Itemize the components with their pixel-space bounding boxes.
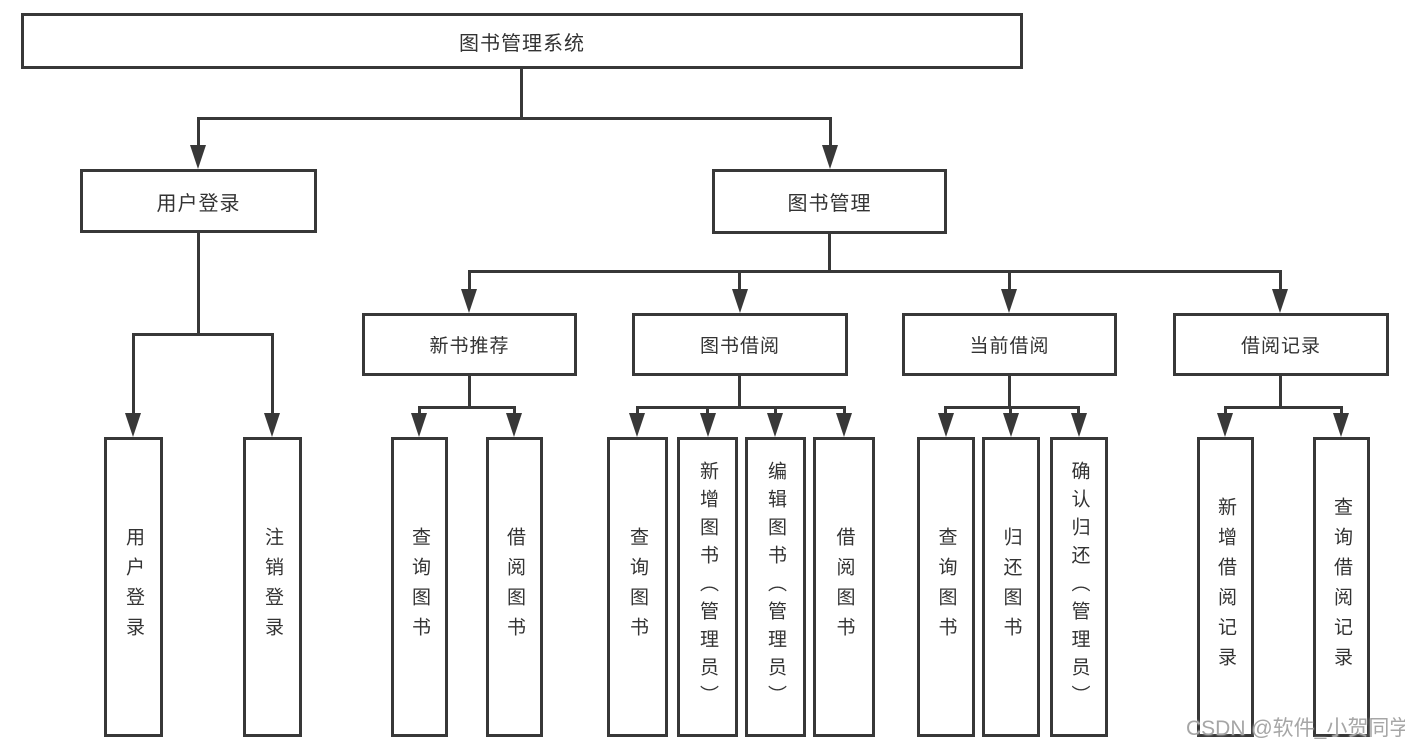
node-current-borrow: 当前借阅 (902, 313, 1117, 376)
leaf-nb-query-books: 查询图书 (391, 437, 448, 737)
leaf-nb-borrow-books-label: 借阅图书 (504, 527, 525, 647)
node-new-book-rec-label: 新书推荐 (429, 336, 510, 357)
arrow-down-icon (506, 413, 522, 437)
arrow-down-icon (1272, 289, 1288, 313)
node-current-borrow-label: 当前借阅 (969, 336, 1050, 357)
leaf-bb-edit-books-label: 编辑图书（管理员） (765, 461, 786, 713)
node-book-mgmt-label: 图书管理 (787, 193, 872, 215)
connector-ul-child1-drop (132, 333, 135, 416)
node-new-book-rec: 新书推荐 (362, 313, 577, 376)
leaf-bb-borrow-books: 借阅图书 (813, 437, 875, 737)
leaf-br-add-record-label: 新增借阅记录 (1215, 497, 1236, 677)
connector-bb-c3-drop (774, 406, 777, 416)
connector-br-c1-drop (1224, 406, 1227, 416)
connector-newbook-drop (468, 270, 471, 292)
node-book-borrow: 图书借阅 (632, 313, 848, 376)
connector-br-hline (1224, 406, 1342, 409)
connector-level2-hline (197, 117, 832, 120)
leaf-br-add-record: 新增借阅记录 (1197, 437, 1254, 737)
leaf-user-login: 用户登录 (104, 437, 163, 737)
arrow-down-icon (461, 289, 477, 313)
leaf-cb-query-books: 查询图书 (917, 437, 975, 737)
connector-cb-c3-drop (1077, 406, 1080, 416)
arrow-down-icon (1003, 413, 1019, 437)
connector-borrowrecord-drop (1279, 270, 1282, 292)
connector-user-login-drop (197, 117, 200, 150)
leaf-logout: 注销登录 (243, 437, 302, 737)
arrow-down-icon (190, 145, 206, 169)
node-root: 图书管理系统 (21, 13, 1023, 69)
leaf-bb-edit-books: 编辑图书（管理员） (745, 437, 806, 737)
connector-bb-stem (738, 375, 741, 407)
connector-br-stem (1279, 375, 1282, 407)
arrow-down-icon (125, 413, 141, 437)
leaf-cb-confirm-return-label: 确认归还（管理员） (1068, 461, 1090, 713)
connector-nb-c1-drop (418, 406, 421, 416)
leaf-br-query-record-label: 查询借阅记录 (1331, 497, 1352, 677)
leaf-br-query-record: 查询借阅记录 (1313, 437, 1370, 737)
leaf-nb-borrow-books: 借阅图书 (486, 437, 543, 737)
arrow-down-icon (411, 413, 427, 437)
node-book-borrow-label: 图书借阅 (699, 336, 780, 357)
leaf-logout-label: 注销登录 (262, 527, 283, 647)
arrow-down-icon (629, 413, 645, 437)
arrow-down-icon (938, 413, 954, 437)
leaf-cb-return-books-label: 归还图书 (1000, 527, 1022, 647)
arrow-down-icon (1001, 289, 1017, 313)
leaf-bb-add-books: 新增图书（管理员） (677, 437, 738, 737)
leaf-nb-query-books-label: 查询图书 (409, 527, 430, 647)
connector-br-c2-drop (1340, 406, 1343, 416)
leaf-bb-add-books-label: 新增图书（管理员） (697, 461, 718, 713)
connector-cb-stem (1008, 375, 1011, 407)
connector-cb-c1-drop (944, 406, 947, 416)
connector-bb-c4-drop (843, 406, 846, 416)
leaf-cb-return-books: 归还图书 (982, 437, 1040, 737)
arrow-down-icon (1071, 413, 1087, 437)
arrow-down-icon (264, 413, 280, 437)
connector-ul-child2-drop (271, 333, 274, 416)
connector-user-login-hline (132, 333, 274, 336)
leaf-bb-query-books-label: 查询图书 (627, 527, 648, 647)
connector-book-mgmt-drop (829, 117, 832, 150)
arrow-down-icon (822, 145, 838, 169)
arrow-down-icon (767, 413, 783, 437)
node-user-login-label: 用户登录 (156, 192, 241, 215)
node-root-label: 图书管理系统 (459, 32, 585, 55)
node-book-mgmt: 图书管理 (712, 169, 947, 234)
node-borrow-record: 借阅记录 (1173, 313, 1389, 376)
connector-bb-c1-drop (636, 406, 639, 416)
connector-bb-c2-drop (706, 406, 709, 416)
leaf-user-login-label: 用户登录 (123, 527, 144, 647)
connector-bookborrow-drop (738, 270, 741, 292)
connector-cb-hline (944, 406, 1080, 409)
arrow-down-icon (700, 413, 716, 437)
leaf-cb-confirm-return: 确认归还（管理员） (1050, 437, 1108, 737)
arrow-down-icon (1217, 413, 1233, 437)
csdn-watermark: CSDN @软件_小贺同学 (1186, 717, 1405, 740)
arrow-down-icon (836, 413, 852, 437)
node-borrow-record-label: 借阅记录 (1240, 336, 1321, 357)
leaf-bb-borrow-books-label: 借阅图书 (833, 527, 855, 647)
leaf-bb-query-books: 查询图书 (607, 437, 668, 737)
leaf-cb-query-books-label: 查询图书 (935, 527, 957, 647)
connector-currentborrow-drop (1008, 270, 1011, 292)
connector-book-mgmt-stem (828, 233, 831, 272)
arrow-down-icon (732, 289, 748, 313)
connector-level3-hline (468, 270, 1282, 273)
connector-nb-stem (468, 375, 471, 407)
arrow-down-icon (1333, 413, 1349, 437)
connector-user-login-stem (197, 232, 200, 334)
node-user-login: 用户登录 (80, 169, 317, 233)
connector-cb-c2-drop (1009, 406, 1012, 416)
connector-nb-c2-drop (513, 406, 516, 416)
connector-bb-hline (636, 406, 846, 409)
connector-nb-hline (418, 406, 516, 409)
connector-root-stem (520, 69, 523, 120)
